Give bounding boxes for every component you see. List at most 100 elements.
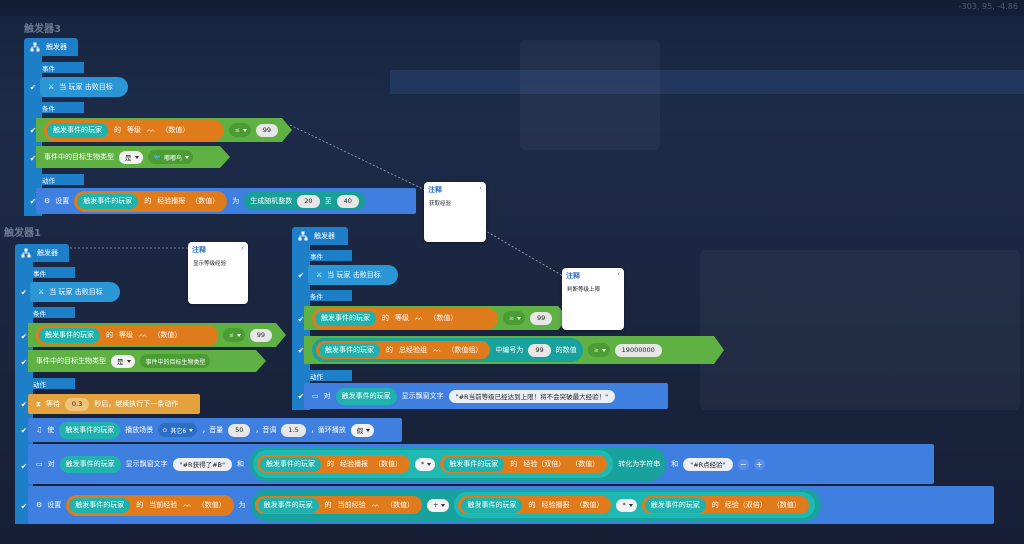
action-row[interactable]: ♫ 使 触发事件的玩家 播放场景 ✿其它6 ，音量 50 ，音调 1.5 ，循环… — [28, 418, 402, 442]
trigger-player-pill[interactable]: 触发事件的玩家 — [461, 497, 523, 513]
condition-row[interactable]: 事件中的目标生物类型 是 事件中的目标生物类型 — [28, 350, 266, 372]
trigger-player-pill[interactable]: 触发事件的玩家 — [443, 456, 505, 472]
enable-check-icon[interactable]: ✔ — [20, 461, 28, 471]
operator-dropdown[interactable]: + — [427, 498, 450, 512]
wait-action-row[interactable]: ⧗ 等待 0.3 秒后，继续执行下一条动作 — [28, 394, 200, 414]
trigger-player-pill[interactable]: 触发事件的玩家 — [319, 343, 380, 358]
message-prefix-input[interactable]: "#R获得了#B" — [172, 457, 232, 471]
enable-check-icon[interactable]: ✔ — [297, 345, 305, 355]
enable-check-icon[interactable]: ✔ — [297, 314, 305, 324]
target-type-value[interactable]: 事件中的目标生物类型 — [140, 354, 210, 368]
index-input[interactable]: 99 — [528, 344, 550, 357]
event-row[interactable]: ⚔ 当 玩家 击败目标 — [40, 77, 128, 97]
compare-dropdown[interactable]: 是 — [111, 355, 135, 368]
random-max-input[interactable]: 40 — [336, 194, 359, 208]
note-card[interactable]: 注释 ‹ 获取经验 — [424, 182, 486, 242]
operator-dropdown[interactable]: ≤ — [229, 123, 251, 137]
random-min-input[interactable]: 20 — [297, 194, 320, 208]
to-string-expression[interactable]: 触发事件的玩家 的 经验播报 （数值） * 触发事件的玩家 的 经验（双倍） （… — [248, 447, 667, 481]
enable-check-icon[interactable]: ✔ — [29, 125, 37, 135]
operator-dropdown[interactable]: * — [414, 457, 436, 471]
multiply-expression[interactable]: 触发事件的玩家 的 经验播报 （数值） * 触发事件的玩家 的 经验（双倍） （… — [454, 492, 815, 518]
message-suffix-input[interactable]: "#R点经验" — [683, 457, 733, 471]
wait-seconds-input[interactable]: 0.3 — [64, 397, 90, 411]
creature-dropdown[interactable]: 🐦嘟嘟鸟 — [148, 150, 194, 164]
trigger-player-pill[interactable]: 触发事件的玩家 — [335, 387, 397, 405]
remove-param-button[interactable]: − — [737, 458, 749, 470]
level-expression[interactable]: 触发事件的玩家 的 等级 ᨓ （数值） — [36, 325, 218, 346]
enable-check-icon[interactable]: ✔ — [20, 357, 28, 367]
operator-dropdown[interactable]: ≥ — [588, 343, 610, 357]
action-row[interactable]: ▭ 对 触发事件的玩家 显示飘窗文字 "#R当前等级已经达到上限！将不会突破最大… — [304, 383, 668, 409]
number-input[interactable]: 99 — [530, 312, 552, 325]
exp-multiplier-expression[interactable]: 触发事件的玩家 的 经验播报 （数值） — [74, 190, 228, 212]
volume-input[interactable]: 50 — [228, 423, 251, 437]
event-row[interactable]: ⚔ 当 玩家 击败目标 — [308, 265, 398, 285]
random-int-expression[interactable]: 生成随机整数 20 至 40 — [244, 192, 365, 210]
exp-group-expression[interactable]: 触发事件的玩家 的 总经验组 ᨓ （数值组） 中编号为 99 的数值 — [312, 338, 583, 362]
threshold-input[interactable]: 19000000 — [615, 344, 662, 357]
multiply-expression[interactable]: 触发事件的玩家 的 经验播报 （数值） * 触发事件的玩家 的 经验（双倍） （… — [252, 450, 614, 478]
note-card[interactable]: 注释 ‹ 判断等级上限 — [562, 268, 624, 330]
compare-dropdown[interactable]: 是 — [119, 151, 143, 164]
sound-dropdown[interactable]: ✿其它6 — [158, 423, 198, 437]
enable-check-icon[interactable]: ✔ — [29, 153, 37, 163]
level-expression[interactable]: 触发事件的玩家 的 等级 ᨓ （数值） — [44, 120, 224, 141]
action-row[interactable]: ⚙ 设置 触发事件的玩家 的 经验播报 （数值） 为 生成随机整数 20 至 4… — [36, 188, 416, 214]
operator-dropdown[interactable]: ≥ — [503, 311, 525, 325]
note-collapse-icon[interactable]: ‹ — [479, 184, 482, 192]
current-exp-expression[interactable]: 触发事件的玩家 的 当前经验 ᨓ （数值） — [66, 494, 234, 516]
note-collapse-icon[interactable]: ‹ — [617, 270, 620, 278]
current-exp-pill[interactable]: 触发事件的玩家 的 当前经验 ᨓ （数值） — [254, 496, 422, 514]
trigger-player-pill[interactable]: 触发事件的玩家 — [59, 455, 121, 473]
total-exp-group-pill[interactable]: 触发事件的玩家 的 总经验组 ᨓ （数值组） — [316, 341, 490, 359]
trigger-player-pill[interactable]: 触发事件的玩家 — [47, 123, 108, 138]
enable-check-icon[interactable]: ✔ — [20, 287, 28, 297]
exp-double-pill[interactable]: 触发事件的玩家 的 经验（双倍） （数值） — [440, 455, 608, 473]
add-param-button[interactable]: + — [753, 458, 765, 470]
trigger-header[interactable]: 触发器 — [292, 227, 348, 245]
event-row[interactable]: ⚔ 当 玩家 击败目标 — [30, 282, 120, 302]
enable-check-icon[interactable]: ✔ — [297, 391, 305, 401]
condition-row[interactable]: 触发事件的玩家 的 等级 ᨓ （数值） ≥ 99 — [304, 306, 568, 330]
loop-dropdown[interactable]: 假 — [350, 423, 375, 437]
value-type-label: （数值） — [386, 501, 414, 509]
trigger-player-pill[interactable]: 触发事件的玩家 — [315, 311, 376, 326]
level-expression[interactable]: 触发事件的玩家 的 等级 ᨓ （数值） — [312, 308, 498, 329]
operator-dropdown[interactable]: * — [616, 498, 637, 512]
enable-check-icon[interactable]: ✔ — [297, 270, 305, 280]
enable-check-icon[interactable]: ✔ — [20, 331, 28, 341]
note-card[interactable]: 注释 ‹ 显示等级经验 — [188, 242, 248, 304]
condition-row[interactable]: 触发事件的玩家 的 等级 ᨓ （数值） ≤ 99 — [28, 323, 286, 347]
trigger-header[interactable]: 触发器 — [24, 38, 78, 56]
action-row[interactable]: ▭ 对 触发事件的玩家 显示飘窗文字 "#R获得了#B" 和 触发事件的玩家 的… — [28, 444, 934, 484]
note-collapse-icon[interactable]: ‹ — [241, 244, 244, 252]
trigger-player-pill[interactable]: 触发事件的玩家 — [69, 497, 131, 513]
exp-double-pill[interactable]: 触发事件的玩家 的 经验（双倍） （数值） — [641, 496, 809, 514]
enable-check-icon[interactable]: ✔ — [29, 82, 37, 92]
exp-multiplier-pill[interactable]: 触发事件的玩家 的 经验播报 （数值） — [256, 455, 410, 473]
trigger-player-pill[interactable]: 触发事件的玩家 — [59, 421, 121, 439]
total-exp-group-label: 总经验组 — [399, 346, 427, 354]
message-input[interactable]: "#R当前等级已经达到上限！将不会突破最大经验！" — [448, 389, 616, 403]
enable-check-icon[interactable]: ✔ — [20, 501, 28, 511]
trigger-player-pill[interactable]: 触发事件的玩家 — [259, 456, 321, 472]
condition-row[interactable]: 触发事件的玩家 的 等级 ᨓ （数值） ≤ 99 — [36, 118, 292, 142]
trigger-player-pill[interactable]: 触发事件的玩家 — [39, 328, 100, 343]
enable-check-icon[interactable]: ✔ — [20, 425, 28, 435]
enable-check-icon[interactable]: ✔ — [20, 399, 28, 409]
trigger-player-pill[interactable]: 触发事件的玩家 — [257, 497, 319, 513]
enable-check-icon[interactable]: ✔ — [29, 196, 37, 206]
number-input[interactable]: 99 — [256, 124, 278, 137]
add-expression[interactable]: 触发事件的玩家 的 当前经验 ᨓ （数值） + 触发事件的玩家 的 经验播报 （… — [250, 489, 821, 521]
exp-multiplier-pill[interactable]: 触发事件的玩家 的 经验播报 （数值） — [458, 496, 612, 514]
operator-dropdown[interactable]: ≤ — [223, 328, 245, 342]
condition-row[interactable]: 事件中的目标生物类型 是 🐦嘟嘟鸟 — [36, 146, 230, 168]
number-input[interactable]: 99 — [250, 329, 272, 342]
trigger-player-pill[interactable]: 触发事件的玩家 — [77, 193, 139, 209]
condition-row[interactable]: 触发事件的玩家 的 总经验组 ᨓ （数值组） 中编号为 99 的数值 ≥ 190… — [304, 336, 724, 364]
trigger-header[interactable]: 触发器 — [15, 244, 69, 262]
action-row[interactable]: ⚙ 设置 触发事件的玩家 的 当前经验 ᨓ （数值） 为 触发事件的玩家 的 当… — [28, 486, 994, 524]
trigger-player-pill[interactable]: 触发事件的玩家 — [644, 497, 706, 513]
pitch-input[interactable]: 1.5 — [281, 423, 306, 437]
